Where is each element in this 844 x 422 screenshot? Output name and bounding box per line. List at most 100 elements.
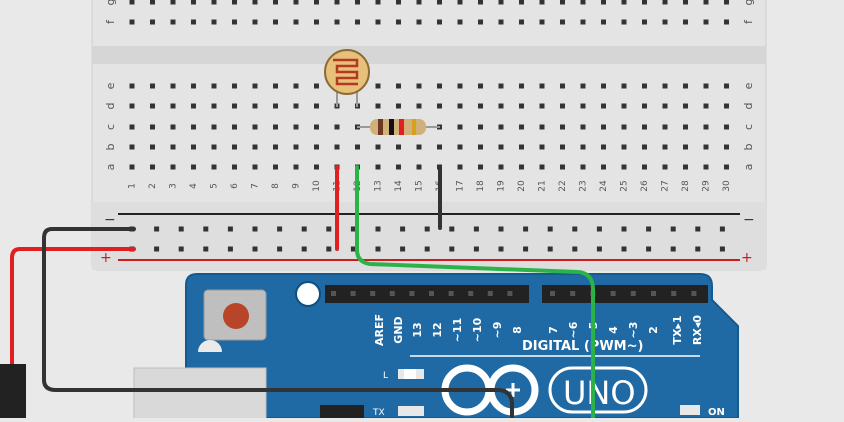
- hole[interactable]: [498, 0, 504, 5]
- hole[interactable]: [293, 144, 299, 150]
- rail-hole[interactable]: [621, 226, 627, 232]
- hole[interactable]: [170, 164, 176, 170]
- hole[interactable]: [662, 0, 668, 5]
- hole[interactable]: [662, 83, 668, 89]
- hole[interactable]: [273, 0, 278, 5]
- rail-hole[interactable]: [646, 246, 652, 252]
- hole[interactable]: [437, 19, 442, 25]
- hole[interactable]: [580, 103, 586, 109]
- hole[interactable]: [478, 124, 483, 130]
- wires[interactable]: [10, 165, 595, 420]
- hole[interactable]: [560, 164, 565, 170]
- rail-hole[interactable]: [498, 246, 504, 252]
- hole[interactable]: [662, 124, 668, 130]
- hole[interactable]: [642, 144, 647, 150]
- hole[interactable]: [211, 103, 217, 109]
- rail-hole[interactable]: [227, 226, 233, 232]
- header-pin[interactable]: [370, 291, 376, 296]
- hole[interactable]: [252, 103, 258, 109]
- rail-hole[interactable]: [252, 226, 258, 232]
- hole[interactable]: [150, 83, 155, 89]
- hole[interactable]: [662, 144, 668, 150]
- hole[interactable]: [416, 103, 422, 109]
- hole[interactable]: [416, 0, 422, 5]
- rail-hole[interactable]: [646, 226, 652, 232]
- hole[interactable]: [129, 0, 135, 5]
- hole[interactable]: [334, 0, 340, 5]
- hole[interactable]: [314, 103, 319, 109]
- hole[interactable]: [355, 19, 360, 25]
- hole[interactable]: [724, 19, 729, 25]
- hole[interactable]: [293, 124, 299, 130]
- hole[interactable]: [642, 0, 647, 5]
- hole[interactable]: [580, 124, 586, 130]
- hole[interactable]: [601, 19, 606, 25]
- hole[interactable]: [683, 124, 688, 130]
- hole[interactable]: [662, 103, 668, 109]
- hole[interactable]: [293, 83, 299, 89]
- hole[interactable]: [416, 164, 422, 170]
- hole[interactable]: [621, 0, 627, 5]
- hole[interactable]: [232, 103, 237, 109]
- hole[interactable]: [519, 144, 524, 150]
- hole[interactable]: [601, 124, 606, 130]
- hole[interactable]: [293, 164, 299, 170]
- hole[interactable]: [560, 124, 565, 130]
- rail-hole[interactable]: [301, 226, 307, 232]
- photoresistor[interactable]: [324, 49, 370, 107]
- hole[interactable]: [150, 19, 155, 25]
- hole[interactable]: [232, 19, 237, 25]
- header-pin[interactable]: [448, 291, 454, 296]
- hole[interactable]: [375, 144, 381, 150]
- hole[interactable]: [252, 0, 258, 5]
- hole[interactable]: [150, 103, 155, 109]
- header-pin[interactable]: [570, 291, 576, 296]
- hole[interactable]: [457, 103, 463, 109]
- hole[interactable]: [539, 103, 545, 109]
- rail-hole[interactable]: [473, 246, 479, 252]
- hole[interactable]: [703, 124, 709, 130]
- hole[interactable]: [498, 19, 504, 25]
- hole[interactable]: [560, 144, 565, 150]
- hole[interactable]: [252, 164, 258, 170]
- hole[interactable]: [396, 0, 401, 5]
- hole[interactable]: [519, 0, 524, 5]
- hole[interactable]: [170, 19, 176, 25]
- rail-hole[interactable]: [301, 246, 307, 252]
- hole[interactable]: [232, 124, 237, 130]
- hole[interactable]: [457, 19, 463, 25]
- hole[interactable]: [334, 19, 340, 25]
- rail-hole[interactable]: [400, 226, 406, 232]
- hole[interactable]: [703, 144, 709, 150]
- hole[interactable]: [252, 144, 258, 150]
- hole[interactable]: [498, 103, 504, 109]
- hole[interactable]: [662, 164, 668, 170]
- rail-hole[interactable]: [277, 226, 283, 232]
- hole[interactable]: [724, 0, 729, 5]
- hole[interactable]: [191, 103, 196, 109]
- hole[interactable]: [232, 144, 237, 150]
- hole[interactable]: [560, 103, 565, 109]
- hole[interactable]: [621, 83, 627, 89]
- hole[interactable]: [170, 83, 176, 89]
- hole[interactable]: [703, 83, 709, 89]
- header-pin[interactable]: [350, 291, 356, 296]
- hole[interactable]: [437, 103, 442, 109]
- hole[interactable]: [416, 83, 422, 89]
- rail-hole[interactable]: [326, 226, 332, 232]
- hole[interactable]: [642, 103, 647, 109]
- rail-hole[interactable]: [449, 246, 455, 252]
- hole[interactable]: [683, 83, 688, 89]
- hole[interactable]: [683, 19, 688, 25]
- header-pins[interactable]: [331, 291, 697, 296]
- rail-hole[interactable]: [621, 246, 627, 252]
- rail-hole[interactable]: [449, 226, 455, 232]
- header-pin[interactable]: [691, 291, 697, 296]
- hole[interactable]: [129, 19, 135, 25]
- hole[interactable]: [396, 144, 401, 150]
- rail-hole[interactable]: [203, 246, 209, 252]
- hole[interactable]: [273, 164, 278, 170]
- hole[interactable]: [375, 83, 381, 89]
- hole[interactable]: [293, 0, 299, 5]
- header-pin[interactable]: [487, 291, 493, 296]
